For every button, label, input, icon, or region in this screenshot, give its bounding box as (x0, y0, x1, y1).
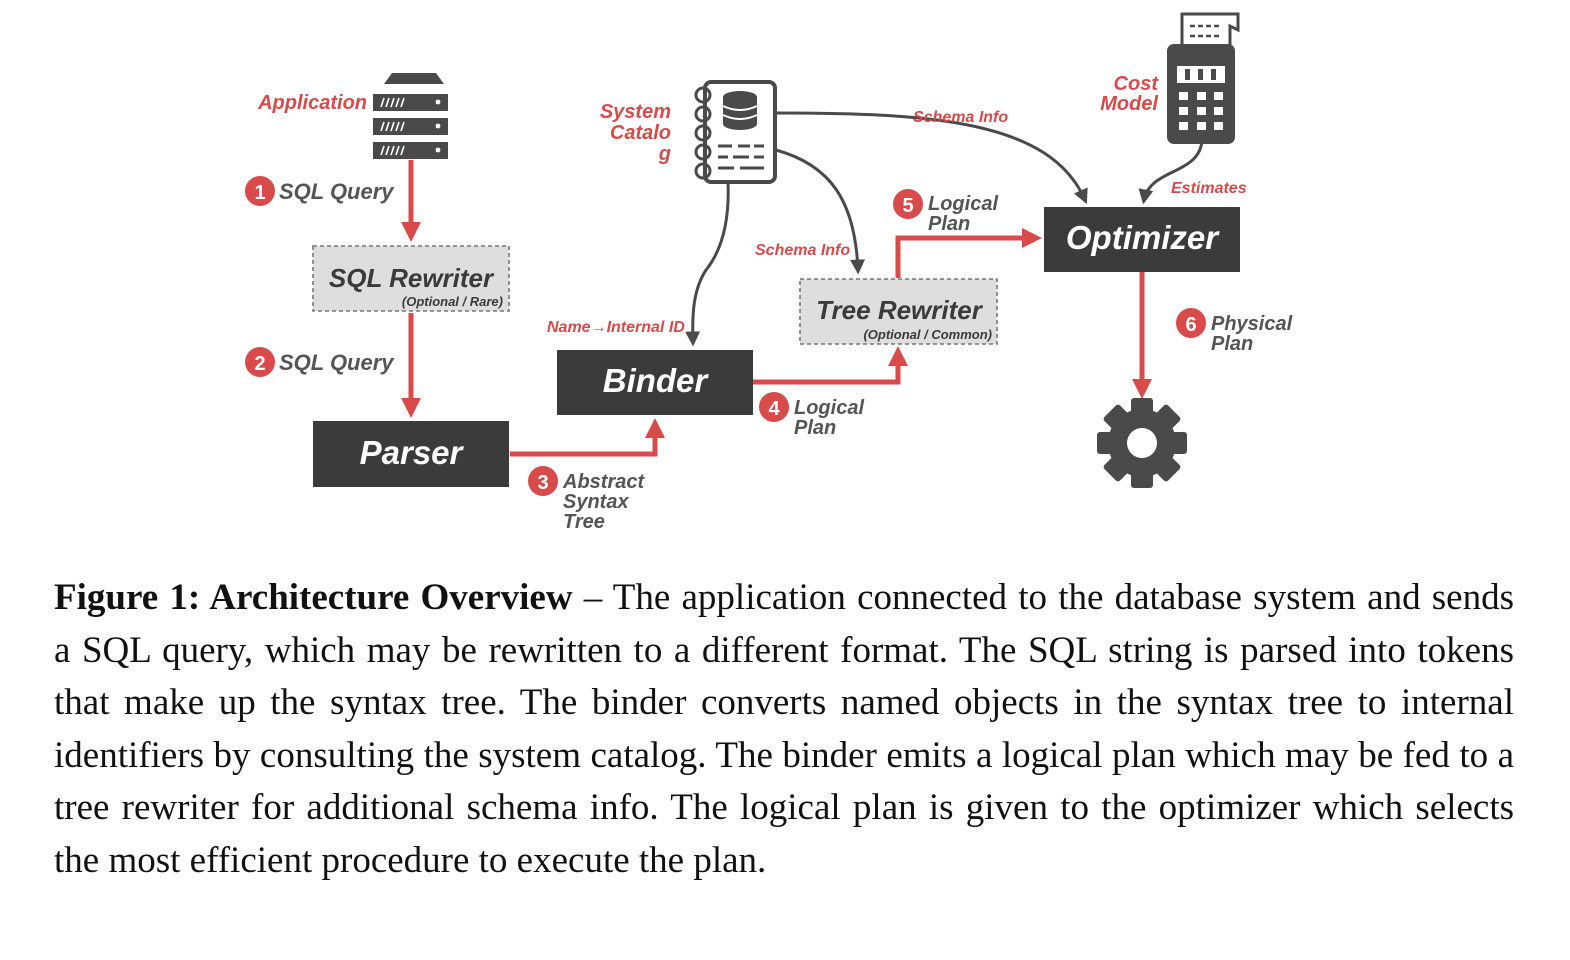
binder-label: Binder (603, 362, 710, 399)
cost-model-line1: Cost (1114, 73, 1160, 95)
binder-box: Binder (557, 350, 753, 415)
step-6-label-line2: Plan (1211, 333, 1253, 355)
step-6: 6 Physical Plan (1176, 308, 1293, 355)
calculator-icon (1167, 12, 1240, 144)
arrow-binder-to-tree-rewriter (753, 346, 908, 385)
tree-rewriter-box: Tree Rewriter (Optional / Common) (799, 278, 998, 345)
step-3: 3 Abstract Syntax Tree (528, 466, 645, 533)
tree-rewriter-label: Tree Rewriter (816, 295, 984, 325)
tree-rewriter-note: (Optional / Common) (863, 327, 992, 342)
architecture-diagram: SQL Rewriter (Optional / Rare) Tree Rewr… (245, 12, 1293, 533)
schema-info-label-top: Schema Info (913, 109, 1008, 126)
step-2: 2 SQL Query (245, 347, 395, 377)
flow-arrows (401, 160, 1152, 457)
step-2-number: 2 (254, 353, 265, 375)
name-internal-id-label: Name→Internal ID (547, 319, 685, 336)
step-3-number: 3 (537, 472, 548, 494)
arrow-cost-model-to-optimizer (1138, 139, 1204, 205)
caption-title: Figure 1: Architecture Overview (54, 577, 573, 618)
parser-label: Parser (360, 434, 465, 471)
schema-info-label-mid: Schema Info (755, 242, 850, 259)
step-3-label-line1: Abstract (562, 471, 645, 493)
arrow-catalog-to-tree-rewriter (775, 148, 866, 275)
step-3-label-line2: Syntax (563, 491, 629, 513)
cost-model-line2: Model (1100, 93, 1158, 115)
system-catalog-label: System Catalo g (600, 101, 671, 165)
step-4-label-line1: Logical (794, 397, 864, 419)
sql-rewriter-note: (Optional / Rare) (402, 294, 503, 309)
arrow-tree-rewriter-to-optimizer (895, 228, 1042, 278)
server-icon (373, 73, 448, 159)
step-6-number: 6 (1185, 314, 1196, 336)
catalog-notebook-icon (694, 80, 777, 184)
system-catalog-line2: Catalo (610, 122, 671, 144)
step-5-label-line1: Logical (928, 193, 998, 215)
step-5-label-line2: Plan (928, 213, 970, 235)
step-1: 1 SQL Query (245, 176, 395, 206)
system-catalog-line3: g (658, 143, 671, 165)
arrow-catalog-to-optimizer (775, 111, 1088, 205)
sql-rewriter-box: SQL Rewriter (Optional / Rare) (312, 245, 510, 312)
caption-text: – The application connected to the datab… (54, 577, 1514, 881)
system-catalog-line1: System (600, 101, 671, 123)
step-4: 4 Logical Plan (759, 392, 864, 439)
gear-icon (1097, 398, 1187, 488)
arrow-catalog-to-binder (685, 181, 730, 347)
step-4-label-line2: Plan (794, 417, 836, 439)
step-4-number: 4 (768, 398, 780, 420)
step-1-label: SQL Query (279, 179, 395, 204)
step-2-label: SQL Query (279, 350, 395, 375)
estimates-label: Estimates (1171, 180, 1247, 197)
parser-box: Parser (313, 421, 509, 487)
arrow-parser-to-binder (510, 418, 665, 457)
optimizer-box: Optimizer (1044, 207, 1240, 272)
optimizer-label: Optimizer (1066, 219, 1220, 256)
step-6-label-line1: Physical (1211, 313, 1293, 335)
figure-caption: Figure 1: Architecture Overview – The ap… (54, 572, 1514, 887)
step-5-number: 5 (902, 195, 913, 217)
info-arrows (685, 111, 1204, 347)
step-3-label-line3: Tree (563, 511, 605, 533)
step-1-number: 1 (254, 182, 265, 204)
step-5: 5 Logical Plan (893, 189, 998, 235)
application-label: Application (257, 92, 367, 114)
cost-model-label: Cost Model (1100, 73, 1159, 115)
sql-rewriter-label: SQL Rewriter (329, 263, 495, 293)
